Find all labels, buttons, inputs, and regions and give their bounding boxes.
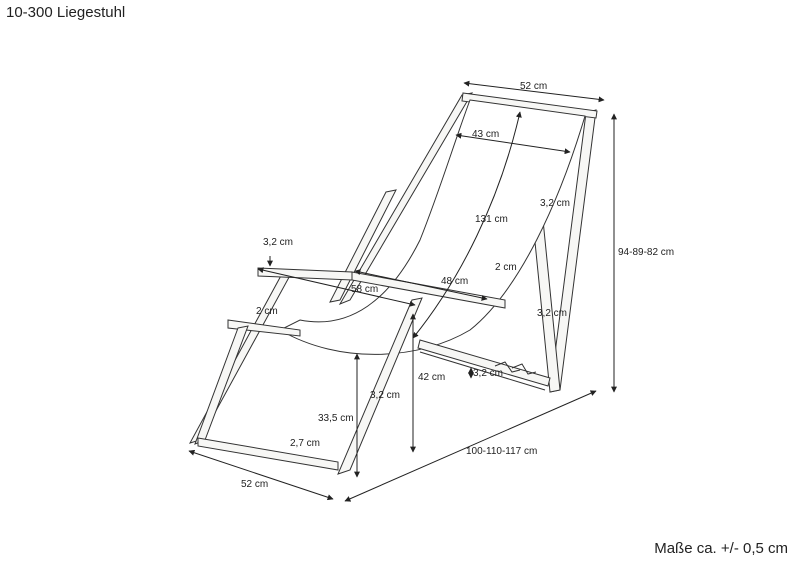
depth-label: 100-110-117 cm xyxy=(466,446,537,457)
armrest-length-left-label: 58 cm xyxy=(351,284,378,295)
front-height-label: 33,5 cm xyxy=(318,413,354,424)
back-leg-thickness-label: 3,2 cm xyxy=(540,198,570,209)
rear-bar-label: 3,2 cm xyxy=(473,368,503,379)
product-title: 10-300 Liegestuhl xyxy=(6,4,126,21)
armrest-offset-label: 2 cm xyxy=(256,306,278,317)
dimension-lines xyxy=(188,80,617,502)
front-leg-label: 3,2 cm xyxy=(370,390,400,401)
fabric-width-label: 43 cm xyxy=(472,129,499,140)
fabric-length-label: 131 cm xyxy=(475,214,508,225)
back-leg-side-label: 3,2 cm xyxy=(537,308,567,319)
bottom-width-label: 52 cm xyxy=(241,479,268,490)
bar-thickness-label: 2 cm xyxy=(495,262,517,273)
top-width-label: 52 cm xyxy=(520,81,547,92)
footbar-label: 2,7 cm xyxy=(290,438,320,449)
armrest-span-label: 48 cm xyxy=(441,276,468,287)
total-height-label: 94-89-82 cm xyxy=(618,247,674,258)
seat-height-label: 42 cm xyxy=(418,372,445,383)
armrest-height-top-label: 3,2 cm xyxy=(263,237,293,248)
tolerance-note: Maße ca. +/- 0,5 cm xyxy=(654,540,788,557)
